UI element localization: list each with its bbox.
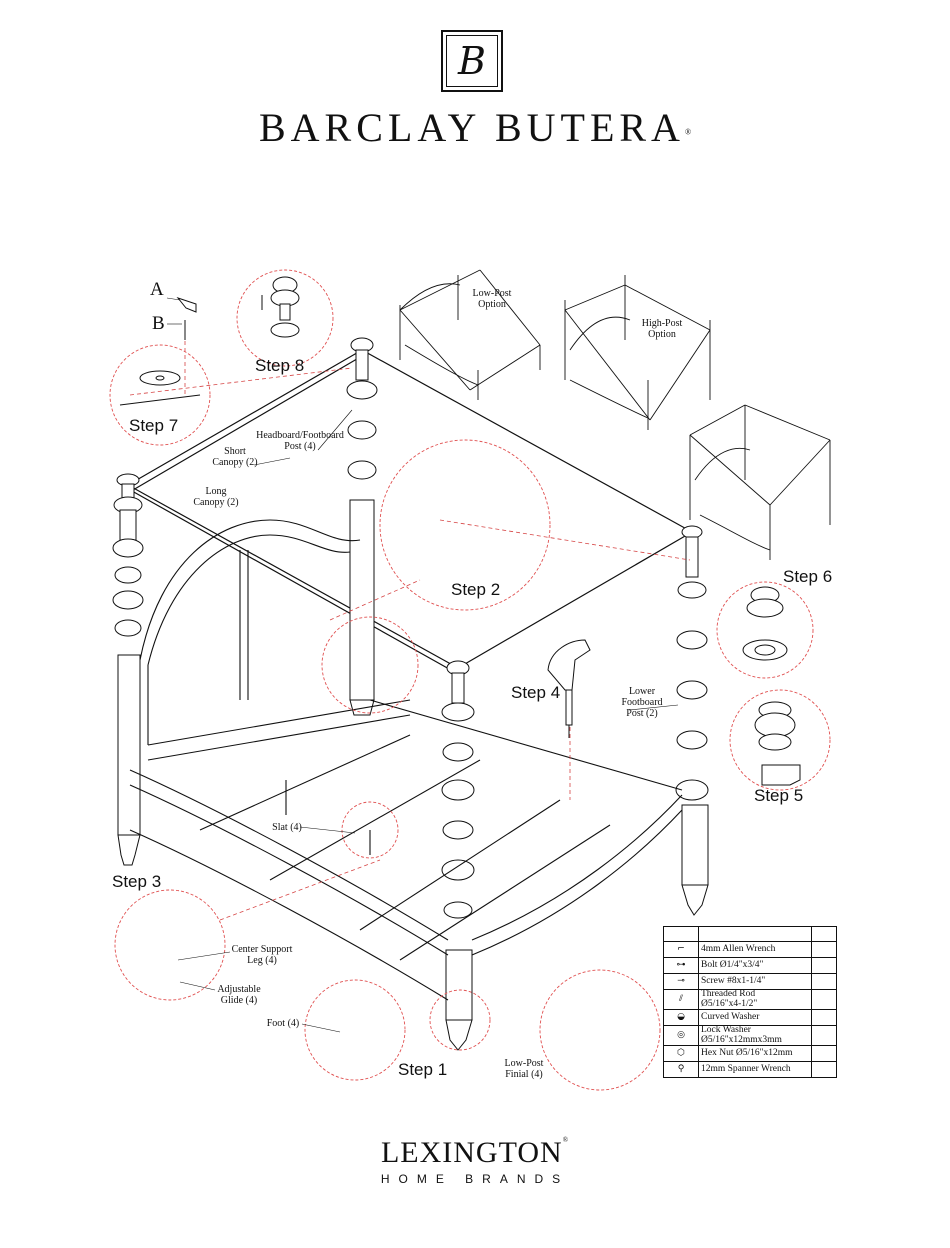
leader-lines xyxy=(166,297,679,1033)
short-canopy-front xyxy=(457,531,693,669)
footer-registered-mark: ® xyxy=(562,1136,570,1144)
guide-lines xyxy=(129,320,691,921)
label-short-canopy: Short Canopy (2) xyxy=(212,446,258,468)
label-high-post-option: High-Post Option xyxy=(641,318,683,340)
step-1-label: Step 1 xyxy=(398,1060,448,1079)
label-adjustable-glide: Adjustable Glide (4) xyxy=(217,984,261,1006)
hardware-detail-ab xyxy=(119,296,201,406)
footer-brand-name: LEXINGTON xyxy=(380,1136,563,1169)
threaded-rod-icon: ⫽ xyxy=(663,989,699,1010)
detail-circle-step5 xyxy=(729,689,831,791)
part-name: Lock Washer Ø5/16"x12mmx3mm xyxy=(698,1025,812,1046)
step-5-label: Step 5 xyxy=(754,786,804,805)
hex-nut-icon: ⬡ xyxy=(663,1045,699,1062)
label-low-post-finial: Low-Post Finial (4) xyxy=(504,1058,544,1080)
step-2-label: Step 2 xyxy=(451,580,501,599)
label-slat: Slat (4) xyxy=(272,822,302,833)
parts-row: ⫽Threaded Rod Ø5/16"x4-1/2" xyxy=(663,989,837,1010)
parts-row: ◒Curved Washer xyxy=(663,1009,837,1026)
low-post-option-bed xyxy=(399,269,541,400)
step6-finial xyxy=(742,586,788,661)
step-6-label: Step 6 xyxy=(783,567,833,586)
parts-row: ⊶Bolt Ø1/4"x3/4" xyxy=(663,957,837,974)
detail-circle-step1 xyxy=(429,989,491,1051)
brand-name-text: BARCLAY BUTERA xyxy=(258,105,685,150)
part-quantity xyxy=(811,957,837,974)
part-name: Bolt Ø1/4"x3/4" xyxy=(698,957,812,974)
label-headboard-post: Headboard/Footboard Post (4) xyxy=(256,430,344,452)
step4-screwdriver xyxy=(547,639,591,738)
parts-row: ⊸Screw #8x1-1/4" xyxy=(663,973,837,990)
brand-name: BARCLAY BUTERA® xyxy=(0,104,950,151)
high-post-option-bed xyxy=(564,275,711,430)
footer-subtitle: HOME BRANDS xyxy=(380,1172,570,1186)
step-3-label: Step 3 xyxy=(112,872,162,891)
allen-wrench-icon: ⌐ xyxy=(663,941,699,958)
label-lower-footboard-post: Lower Footboard Post (2) xyxy=(621,686,663,719)
parts-row: ◎Lock Washer Ø5/16"x12mmx3mm xyxy=(663,1025,837,1046)
footboard-rails xyxy=(129,699,683,1001)
part-quantity xyxy=(811,1061,837,1078)
detail-circle-finial xyxy=(539,969,661,1091)
screw-icon: ⊸ xyxy=(663,973,699,990)
detail-circle-step7 xyxy=(109,344,211,446)
registered-mark: ® xyxy=(684,127,692,137)
long-canopy-right xyxy=(361,349,693,533)
parts-table-header xyxy=(663,926,837,942)
parts-row: ⌐4mm Allen Wrench xyxy=(663,941,837,958)
part-name: 4mm Allen Wrench xyxy=(698,941,812,958)
canopy-option-bed xyxy=(689,404,831,560)
part-name: Screw #8x1-1/4" xyxy=(698,973,812,990)
parts-row: ⚲12mm Spanner Wrench xyxy=(663,1061,837,1078)
part-name: 12mm Spanner Wrench xyxy=(698,1061,812,1078)
label-long-canopy: Long Canopy (2) xyxy=(193,486,239,508)
long-canopy-left xyxy=(127,484,459,669)
part-name: Hex Nut Ø5/16"x12mm xyxy=(698,1045,812,1062)
bolt-icon: ⊶ xyxy=(663,957,699,974)
curved-washer-icon: ◒ xyxy=(663,1009,699,1026)
post-front-center xyxy=(441,660,475,1051)
post-left-front xyxy=(112,473,144,866)
label-hardware-a: A xyxy=(150,279,164,300)
label-foot: Foot (4) xyxy=(266,1018,300,1029)
headboard xyxy=(139,519,361,745)
detail-circle-foot xyxy=(304,979,406,1081)
part-quantity xyxy=(811,1009,837,1026)
parts-row: ⬡Hex Nut Ø5/16"x12mm xyxy=(663,1045,837,1062)
spanner-wrench-icon: ⚲ xyxy=(663,1061,699,1078)
footer-brand: LEXINGTON® xyxy=(0,1136,950,1170)
part-quantity xyxy=(811,1045,837,1062)
detail-circle-step3 xyxy=(114,889,226,1001)
part-quantity xyxy=(811,1025,837,1046)
monogram-logo: B xyxy=(441,30,503,92)
step5-post-foot xyxy=(754,701,801,786)
post-back-left xyxy=(346,337,378,716)
step8-finial xyxy=(261,276,300,338)
short-canopy-back xyxy=(127,349,363,486)
label-hardware-b: B xyxy=(152,313,165,334)
part-quantity xyxy=(811,973,837,990)
part-quantity xyxy=(811,989,837,1010)
step-8-label: Step 8 xyxy=(255,356,305,375)
detail-circle-step6 xyxy=(716,581,814,679)
step-7-label: Step 7 xyxy=(129,416,179,435)
detail-circle-step2 xyxy=(379,439,551,611)
label-center-support-leg: Center Support Leg (4) xyxy=(231,944,293,966)
detail-circle-step8 xyxy=(236,269,334,367)
part-name: Threaded Rod Ø5/16"x4-1/2" xyxy=(698,989,812,1010)
parts-table: ⌐4mm Allen Wrench⊶Bolt Ø1/4"x3/4"⊸Screw … xyxy=(663,926,837,1078)
part-name: Curved Washer xyxy=(698,1009,812,1026)
detail-circle-post-bolt xyxy=(321,616,419,714)
part-quantity xyxy=(811,941,837,958)
monogram-letter: B xyxy=(446,35,498,87)
step-4-label: Step 4 xyxy=(511,683,561,702)
post-right-front xyxy=(675,525,709,916)
label-low-post-option: Low-Post Option xyxy=(472,288,512,310)
detail-circles xyxy=(109,269,831,1091)
detail-circle-slat xyxy=(341,801,399,859)
lock-washer-icon: ◎ xyxy=(663,1025,699,1046)
